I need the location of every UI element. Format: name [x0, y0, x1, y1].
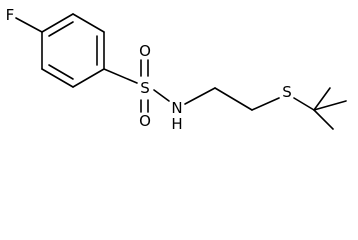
s-c-tbutyl-bond	[293, 97, 315, 111]
ring-bond-2	[72, 13, 105, 33]
ring-bond-1	[41, 13, 74, 33]
benzene-ring	[41, 13, 105, 88]
ring-bond-5	[41, 68, 74, 88]
ring-inner-bond-3	[48, 64, 74, 80]
ring-inner-bond-1	[48, 21, 74, 37]
c-s-thioether-bond	[251, 97, 280, 111]
n-c-bond	[184, 87, 216, 105]
tert-butyl-group	[313, 87, 347, 130]
thioether-sulfur-label: S	[282, 83, 292, 101]
sulfonyl-sulfur-label: S	[140, 79, 150, 97]
c-c-bond	[214, 87, 253, 111]
nitrogen-label: N	[171, 99, 182, 117]
c-f-bond	[15, 17, 43, 33]
tbutyl-methyl-right	[313, 100, 347, 111]
fluorine-label: F	[6, 6, 15, 24]
tbutyl-methyl-bottom	[313, 109, 334, 130]
c-s-bond	[103, 68, 138, 84]
s-n-bond	[153, 89, 170, 102]
structure-canvas: F S O O N H S	[6, 6, 347, 133]
ring-bond-4	[72, 68, 105, 88]
oxygen-bottom-label: O	[139, 112, 151, 130]
molecule-structure: F S O O N H S	[6, 6, 347, 133]
tbutyl-methyl-top	[313, 87, 331, 111]
oxygen-top-label: O	[139, 42, 151, 60]
hydrogen-label: H	[171, 115, 182, 133]
